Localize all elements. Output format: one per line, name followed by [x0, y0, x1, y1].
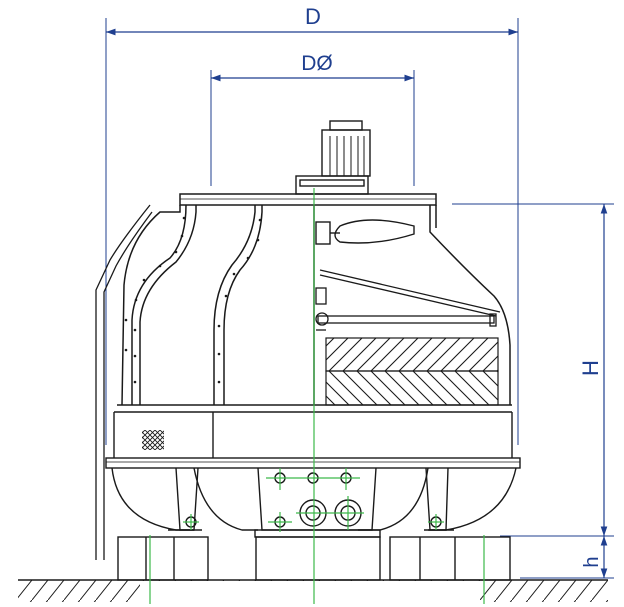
overall-diameter-dimension: D: [105, 4, 519, 445]
centerlines: [149, 188, 485, 604]
base-height-label: h: [581, 556, 603, 567]
overall-diameter-label: D: [305, 4, 321, 29]
fan-blade: [315, 219, 415, 245]
fill-media: [325, 337, 499, 406]
fan-motor: [295, 120, 371, 195]
fan-diameter-dimension: DØ: [210, 52, 415, 186]
basin: [105, 457, 521, 538]
fan-diameter-label: DØ: [301, 52, 333, 75]
base-height-dimension: h: [520, 536, 614, 579]
ground: [18, 579, 608, 607]
height-dimension: H: [452, 203, 614, 537]
tower-skirt: [113, 404, 513, 458]
air-inlet-louver: [142, 430, 164, 450]
rivets: [124, 216, 262, 384]
height-label: H: [578, 360, 603, 376]
sprinkler-assembly: [315, 269, 501, 331]
